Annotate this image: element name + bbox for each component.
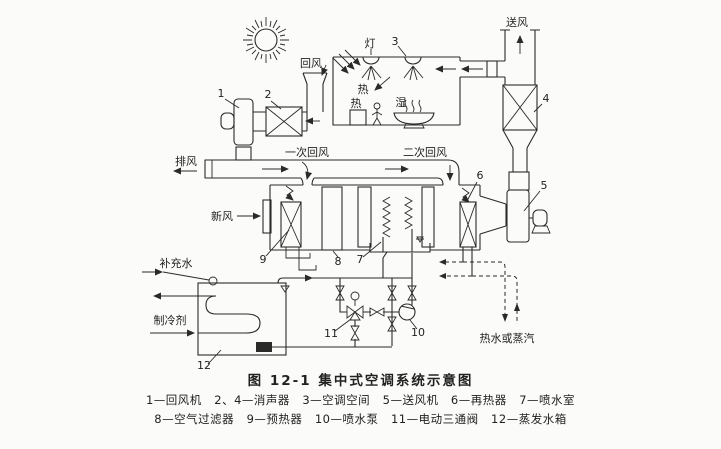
spray-chamber: 7 [357,186,435,266]
callout-10: 10 [411,326,425,339]
callout-11: 11 [324,327,338,340]
supply-assembly: 5 4 送风 [460,15,551,243]
lamp-icon [362,56,422,65]
conditioned-room: 灯 热 热 湿 3 [332,35,461,129]
supply-air-label: 送风 [506,15,528,29]
callout-6: 6 [477,169,484,182]
return-air-label: 回风 [300,57,322,70]
preheater: 9 [260,185,317,271]
supply-damper [486,60,498,78]
refrigerant-label: 制冷剂 [154,313,187,327]
flexible-joint [508,171,530,191]
moisture-bowl-icon [393,99,435,129]
caption-block: 图 12-1 集中式空调系统示意图 1—回风机 2、4—消声器 3—空调空间 5… [0,369,721,427]
fresh-air-label: 新风 [211,209,233,223]
air-handling-unit: 新风 9 8 7 [211,169,507,271]
makeup-water-label: 补充水 [160,256,193,270]
return-exhaust-duct: 排风 一次回风 二次回风 [173,145,460,186]
callout-9: 9 [260,253,267,266]
figure-caption: 图 12-1 集中式空调系统示意图 [247,373,474,389]
callout-3: 3 [392,35,399,48]
return-fan: 1 [218,87,254,161]
heat-radiator-label: 热 [351,97,362,110]
reheater: 6 [459,169,484,248]
callout-12: 12 [197,359,211,372]
callout-8: 8 [335,255,342,268]
legend-line-1: 1—回风机 2、4—消声器 3—空调空间 5—送风机 6—再热器 7—喷水室 [145,393,576,407]
tank-outlet [256,342,272,352]
silencer-2: 2 [253,88,303,137]
moisture-label: 湿 [396,96,407,109]
primary-return-label: 一次回风 [285,145,329,159]
callout-1: 1 [218,87,225,100]
sun-icon [243,17,289,63]
callout-7: 7 [357,253,364,266]
lamp-label: 灯 [365,37,376,50]
callout-2: 2 [265,88,272,101]
legend-line-2: 8—空气过滤器 9—预热器 10—喷水泵 11—电动三通阀 12—蒸发水箱 [154,412,567,426]
refrigerant-coil [198,295,261,334]
spray-water-piping: 11 10 [272,251,425,348]
secondary-return-label: 二次回风 [403,145,447,159]
heat-envelope-label: 热 [358,83,369,96]
person-icon [371,102,383,126]
spray-pump [398,303,416,321]
water-tank: 12 补充水 制冷剂 [142,256,290,372]
silencer-4: 4 [502,84,550,131]
exhaust-air-label: 排风 [175,154,197,168]
fresh-air-louver [262,199,272,234]
hot-water-steam-lines: 热水或蒸汽 [439,247,535,345]
three-way-valve [346,291,364,321]
air-filter: 8 [321,186,343,268]
callout-4: 4 [543,92,550,105]
hot-water-steam-label: 热水或蒸汽 [480,331,535,345]
radiator-icon [349,109,367,126]
callout-5: 5 [541,179,548,192]
return-air-duct: 回风 [300,57,328,132]
